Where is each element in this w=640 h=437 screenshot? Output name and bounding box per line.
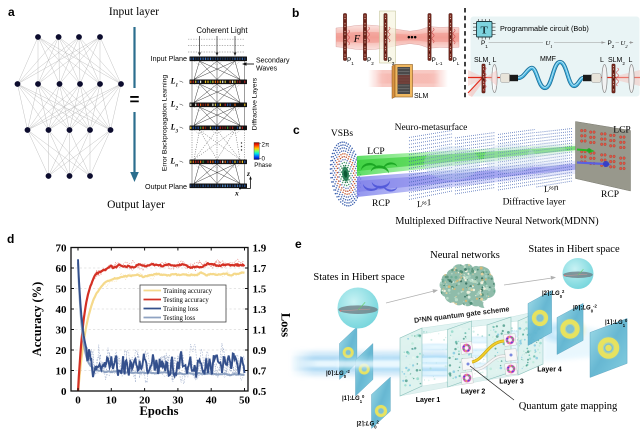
svg-text:Error Backpropagation Learning: Error Backpropagation Learning	[162, 75, 169, 172]
svg-text:0.9: 0.9	[253, 345, 267, 357]
svg-text:Output layer: Output layer	[107, 199, 165, 211]
svg-text:L2: L2	[170, 100, 179, 112]
svg-text:Neural networks: Neural networks	[430, 250, 500, 261]
svg-text:Secondary: Secondary	[256, 58, 290, 65]
svg-text:a: a	[8, 5, 15, 19]
svg-text:1.7: 1.7	[253, 263, 267, 275]
svg-text:Phase: Phase	[254, 162, 272, 169]
svg-text:P1: P1	[481, 40, 488, 49]
svg-text:=: =	[130, 90, 140, 109]
svg-text:P3: P3	[388, 57, 395, 66]
svg-text:x: x	[234, 189, 239, 198]
svg-text:U1: U1	[546, 40, 553, 49]
svg-text:Layer 3: Layer 3	[499, 379, 524, 386]
svg-text:10: 10	[56, 365, 68, 377]
svg-text:P2: P2	[608, 40, 615, 49]
svg-text:Layer 1: Layer 1	[416, 397, 441, 404]
svg-text:0: 0	[75, 395, 81, 407]
svg-text:0.7: 0.7	[253, 365, 267, 377]
svg-text:U2: U2	[621, 40, 629, 49]
svg-text:States in Hibert space: States in Hibert space	[313, 272, 405, 283]
svg-text:Layer 4: Layer 4	[537, 367, 562, 374]
svg-text:30: 30	[56, 324, 68, 336]
svg-text:Testing accuracy: Testing accuracy	[163, 297, 209, 304]
svg-text:0.5: 0.5	[253, 386, 267, 398]
svg-text:70: 70	[56, 242, 68, 254]
svg-text:|0⌉:LG0-2: |0⌉:LG0-2	[573, 303, 597, 313]
svg-text:L≈1: L≈1	[415, 197, 432, 210]
svg-text:1.9: 1.9	[253, 242, 267, 254]
svg-text:40: 40	[56, 304, 68, 316]
svg-text:b: b	[292, 6, 299, 20]
svg-text:PL: PL	[453, 57, 460, 66]
svg-text:50: 50	[239, 395, 251, 407]
svg-text:2π: 2π	[262, 142, 270, 149]
svg-text:e: e	[295, 237, 302, 251]
svg-text:Neuro-metasurface: Neuro-metasurface	[395, 122, 468, 133]
svg-text:SLM: SLM	[414, 93, 429, 100]
svg-text:L: L	[600, 57, 604, 64]
svg-text:Accuracy (%): Accuracy (%)	[30, 282, 44, 357]
svg-text:Diffractive layer: Diffractive layer	[503, 197, 567, 208]
svg-text:Loss: Loss	[279, 313, 293, 337]
svg-text:Layer 2: Layer 2	[461, 389, 486, 396]
svg-text:Quantum gate mapping: Quantum gate mapping	[519, 401, 618, 412]
svg-text:0: 0	[262, 156, 266, 163]
svg-text:d: d	[7, 232, 14, 246]
svg-text:F: F	[353, 34, 361, 45]
svg-text:0: 0	[61, 386, 67, 398]
svg-text:T: T	[481, 25, 489, 37]
svg-text:|2⌉:LG02: |2⌉:LG02	[542, 289, 565, 299]
svg-text:RCP: RCP	[372, 199, 390, 209]
svg-text:Training loss: Training loss	[163, 306, 199, 313]
svg-text:P2: P2	[367, 57, 374, 66]
svg-text:60: 60	[56, 263, 68, 275]
svg-text:LCP: LCP	[613, 126, 630, 136]
svg-text:L1: L1	[170, 77, 178, 89]
svg-text:z: z	[246, 169, 250, 178]
svg-text:L3: L3	[170, 123, 179, 135]
svg-text:PL-1: PL-1	[432, 57, 443, 66]
svg-text:RCP: RCP	[601, 190, 619, 200]
svg-text:|1⌉:LG10: |1⌉:LG10	[342, 394, 365, 404]
svg-text:Diffractive Layers: Diffractive Layers	[252, 77, 259, 130]
svg-text:Ln: Ln	[169, 157, 178, 169]
svg-text:P1: P1	[347, 57, 354, 66]
svg-text:1.5: 1.5	[253, 283, 267, 295]
svg-text:Waves: Waves	[256, 66, 278, 73]
svg-text:30: 30	[172, 395, 184, 407]
svg-text:Input Plane: Input Plane	[151, 54, 187, 63]
svg-text:L≈n: L≈n	[542, 182, 559, 195]
svg-text:Multiplexed Diffractive Neural: Multiplexed Diffractive Neural Network(M…	[395, 216, 598, 227]
svg-text:SLM1: SLM1	[474, 57, 491, 66]
svg-text:Output Plane: Output Plane	[145, 182, 187, 191]
svg-text:Programmable circuit (Bob): Programmable circuit (Bob)	[500, 24, 589, 33]
svg-text:States in Hibert space: States in Hibert space	[528, 244, 620, 255]
svg-text:•••: •••	[407, 32, 416, 42]
svg-text:Epochs: Epochs	[140, 404, 179, 418]
svg-text:MMF: MMF	[540, 56, 556, 63]
svg-text:|1⌉:LG10: |1⌉:LG10	[605, 318, 628, 328]
svg-text:VSBs: VSBs	[331, 129, 353, 139]
svg-text:1.1: 1.1	[253, 324, 267, 336]
svg-text:|2⌉:LG02: |2⌉:LG02	[357, 419, 380, 429]
svg-text:1.3: 1.3	[253, 304, 267, 316]
svg-text:Input layer: Input layer	[109, 6, 159, 18]
svg-text:|0⌉:LG0-2: |0⌉:LG0-2	[326, 369, 350, 379]
svg-text:Coherent Light: Coherent Light	[196, 26, 248, 35]
svg-text:50: 50	[56, 283, 68, 295]
svg-text:Testing loss: Testing loss	[163, 315, 196, 322]
svg-text:20: 20	[56, 345, 68, 357]
svg-text:SLM2: SLM2	[608, 57, 625, 66]
svg-text:L: L	[493, 57, 497, 64]
svg-text:LCP: LCP	[367, 147, 384, 157]
svg-text:10: 10	[106, 395, 118, 407]
svg-text:40: 40	[206, 395, 218, 407]
svg-text:c: c	[293, 123, 300, 137]
svg-text:20: 20	[139, 395, 151, 407]
svg-text:L: L	[629, 57, 633, 64]
svg-text:Training accuracy: Training accuracy	[163, 288, 213, 295]
